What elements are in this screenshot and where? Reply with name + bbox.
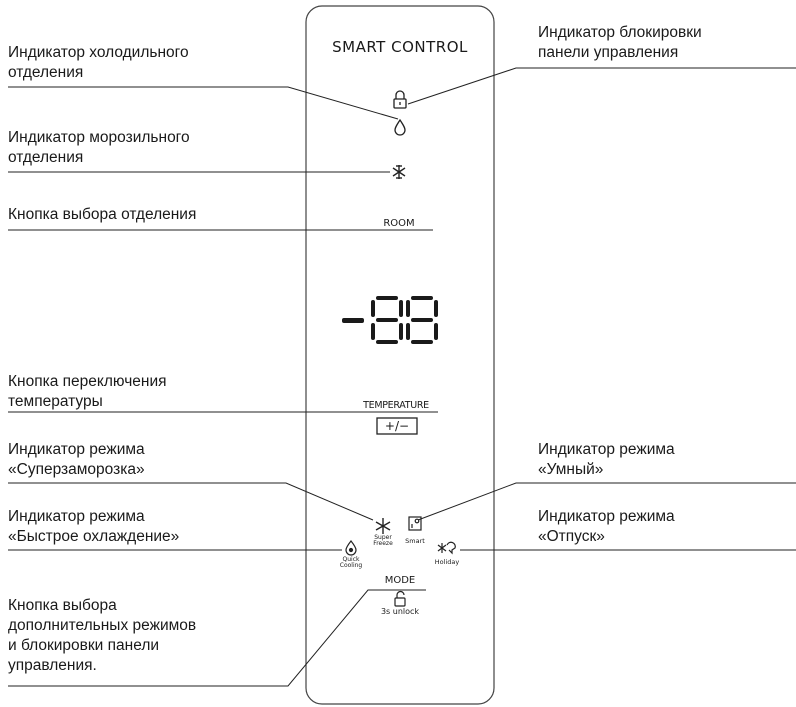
callout-freezer-indicator: Индикатор морозильного отделения [8,129,190,166]
callout-smart-mode: Индикатор режима «Умный» [538,441,675,478]
callout-fridge-indicator: Индикатор холодильного отделения [8,44,189,81]
holiday-icon [437,541,456,555]
holiday-label: Holiday [434,558,460,566]
leader-smart [417,482,796,521]
mode-button[interactable]: MODE [384,575,416,586]
digit-8 [406,296,438,344]
unlock-label: 3s unlock [380,607,420,616]
lock-icon [393,90,407,109]
super-freeze-label: Super Freeze [373,534,393,547]
callout-temperature-button: Кнопка переключения температуры [8,373,167,410]
panel-title: SMART CONTROL [332,38,468,56]
minus-segment [342,318,364,323]
droplet-icon [394,118,406,136]
smart-label: Smart [405,537,425,545]
leader-fridge [8,86,399,120]
room-button[interactable]: ROOM [383,218,415,229]
digit-8 [371,296,403,344]
smart-icon [408,516,422,531]
leader-lock [407,67,796,105]
temperature-button-label[interactable]: +/− [384,419,410,433]
callout-lock-indicator: Индикатор блокировки панели управления [538,24,702,61]
callout-super-freeze: Индикатор режима «Суперзаморозка» [8,441,145,478]
quick-cooling-icon [345,540,357,556]
callout-quick-cooling: Индикатор режима «Быстрое охлаждение» [8,508,180,545]
leader-super-freeze [8,482,374,521]
callout-mode-button: Кнопка выбора дополнительных режимов и б… [8,597,197,674]
temperature-label[interactable]: TEMPERATURE [363,400,429,411]
control-panel-outline [305,5,495,705]
temperature-display [342,296,438,344]
quick-cooling-label: Quick Cooling [339,556,363,569]
unlock-icon [394,590,406,607]
super-freeze-icon [375,518,391,534]
callout-room-button: Кнопка выбора отделения [8,206,197,223]
callout-holiday-mode: Индикатор режима «Отпуск» [538,508,675,545]
snowflake-icon [392,165,406,179]
temperature-button-box[interactable] [376,417,418,435]
